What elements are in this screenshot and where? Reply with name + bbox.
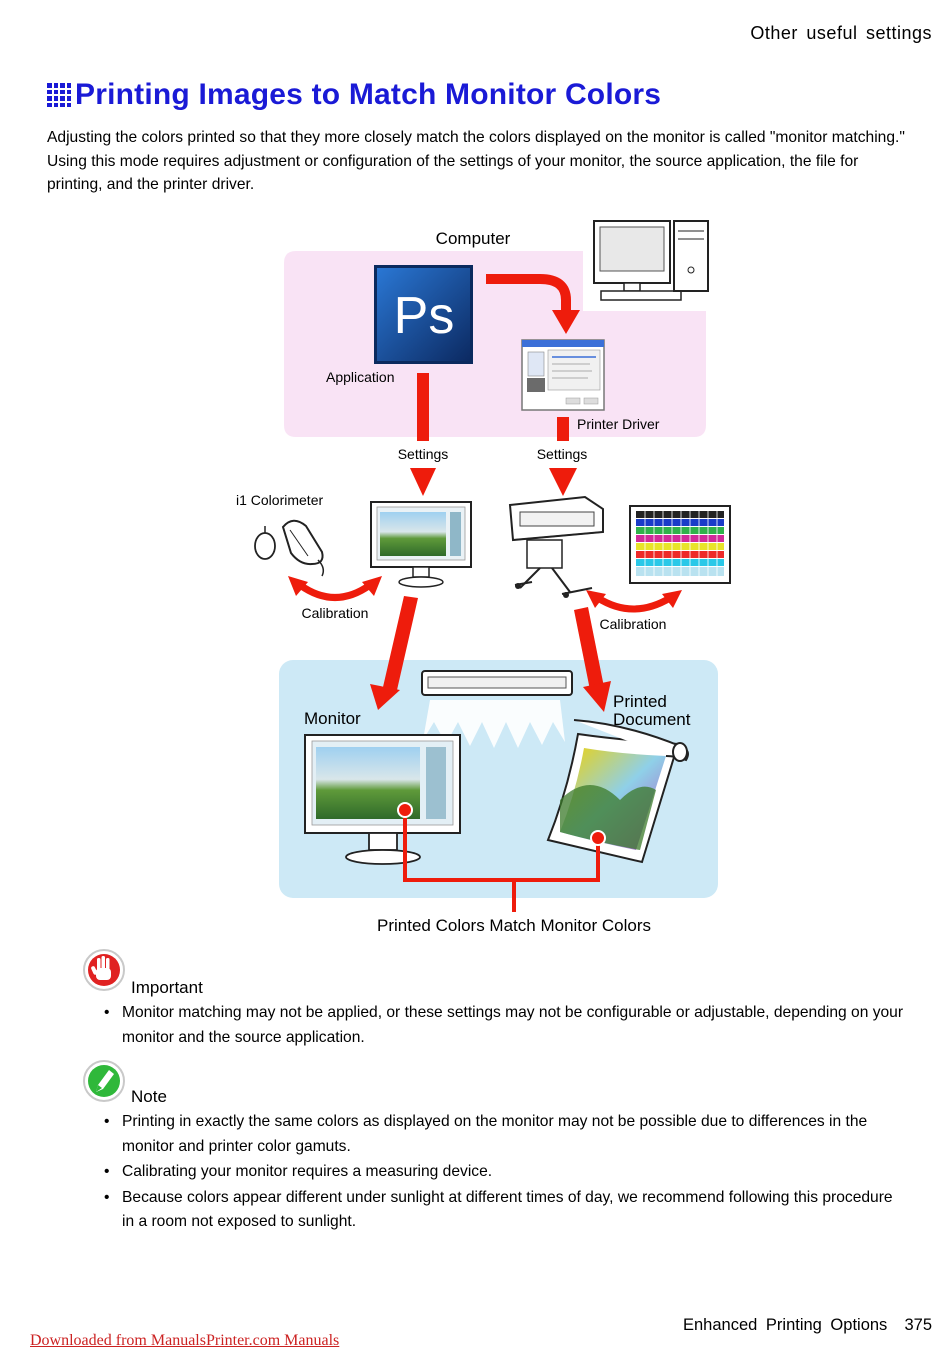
printed-document-icon xyxy=(546,719,689,864)
running-footer: Enhanced Printing Options 375 xyxy=(683,1316,932,1335)
color-chart-icon xyxy=(629,505,731,584)
calibration-left-label: Calibration xyxy=(302,605,369,621)
match-bracket xyxy=(403,810,600,882)
diagram-caption: Printed Colors Match Monitor Colors xyxy=(377,916,651,935)
photoshop-icon xyxy=(374,265,473,364)
stop-hand-icon xyxy=(83,949,125,991)
arrow-monitor-down xyxy=(383,596,418,690)
computer-label: Computer xyxy=(436,229,511,248)
list-item: Monitor matching may not be applied, or … xyxy=(104,1001,904,1050)
printed-label-line1: Printed xyxy=(613,692,667,711)
printer-icon xyxy=(508,495,604,598)
colorimeter-icon xyxy=(254,519,325,577)
important-title: Important xyxy=(131,978,203,997)
grid-icon xyxy=(47,83,71,107)
running-header: Other useful settings xyxy=(750,23,932,43)
settings-left-label: Settings xyxy=(398,446,449,462)
footer-section-title: Enhanced Printing Options xyxy=(683,1316,888,1334)
colorimeter-label: i1 Colorimeter xyxy=(236,492,323,508)
page-title: Printing Images to Match Monitor Colors xyxy=(75,78,662,111)
arrow-app-settings xyxy=(417,373,429,441)
intro-paragraph: Adjusting the colors printed so that the… xyxy=(47,129,905,193)
printer-driver-dialog-icon xyxy=(521,339,605,411)
settings-right-label: Settings xyxy=(537,446,588,462)
list-item: Printing in exactly the same colors as d… xyxy=(104,1110,904,1159)
monitor-label: Monitor xyxy=(304,709,361,728)
output-monitor-icon xyxy=(304,734,461,865)
application-label: Application xyxy=(326,369,395,385)
computer-icon xyxy=(593,220,709,301)
calibration-arrow-left xyxy=(297,582,373,601)
note-title: Note xyxy=(131,1087,167,1106)
printed-label-line2: Document xyxy=(613,710,691,729)
page-number: 375 xyxy=(904,1316,932,1334)
note-list: Printing in exactly the same colors as d… xyxy=(104,1110,904,1236)
important-list: Monitor matching may not be applied, or … xyxy=(104,1001,904,1051)
list-item: Calibrating your monitor requires a meas… xyxy=(104,1160,904,1185)
application-logo-text: Ps xyxy=(394,287,455,345)
viewing-light-icon xyxy=(421,670,573,748)
calibration-monitor-icon xyxy=(370,501,472,588)
printer-driver-label: Printer Driver xyxy=(577,416,660,432)
calibration-right-label: Calibration xyxy=(600,616,667,632)
list-item: Because colors appear different under su… xyxy=(104,1186,904,1235)
arrow-app-to-driver xyxy=(486,274,571,312)
calibration-arrow-right xyxy=(596,594,672,613)
arrow-printer-down xyxy=(574,607,604,690)
pencil-icon xyxy=(83,1060,125,1102)
download-link[interactable]: Downloaded from ManualsPrinter.com Manua… xyxy=(30,1332,340,1349)
section-title: Printing Images to Match Monitor Colors xyxy=(47,78,661,112)
arrow-driver-settings xyxy=(557,417,569,441)
